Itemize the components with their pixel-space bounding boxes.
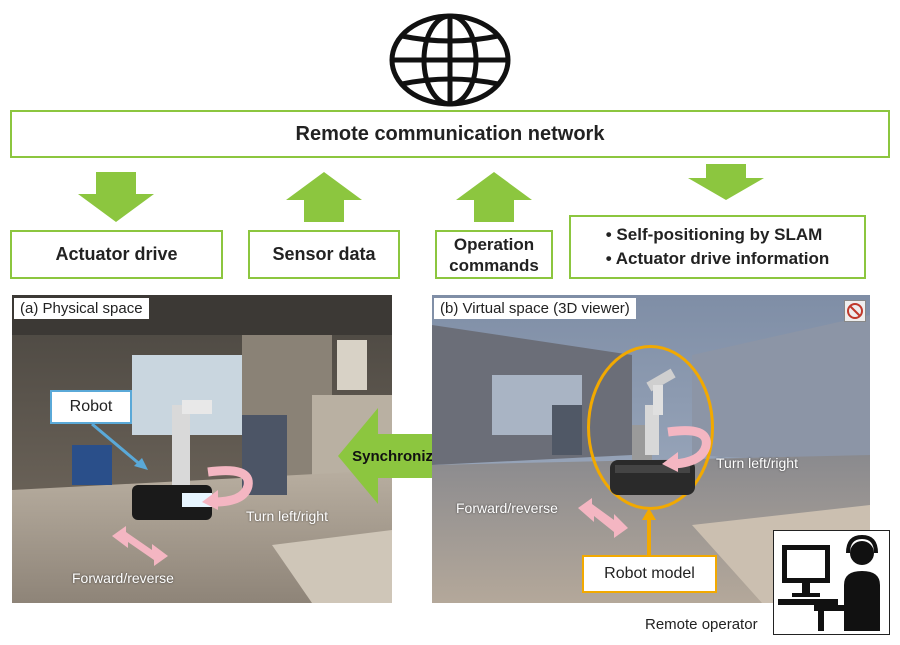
physical-space-title: (a) Physical space bbox=[14, 298, 149, 319]
remote-network-label: Remote communication network bbox=[295, 122, 605, 145]
warehouse-scene bbox=[12, 295, 392, 603]
sensor-data-label: Sensor data bbox=[272, 244, 376, 264]
robot-pointer bbox=[91, 422, 148, 470]
arrow-down-slam bbox=[688, 164, 764, 200]
arrow-down-actuator bbox=[78, 172, 154, 222]
robot-model-callout: Robot model bbox=[582, 555, 717, 593]
operation-commands-line2: commands bbox=[449, 255, 539, 275]
robot-model-pointer bbox=[642, 508, 656, 556]
turn-label-physical: Turn left/right bbox=[246, 508, 328, 524]
robot-callout: Robot bbox=[50, 390, 132, 424]
slam-info-list: Self-positioning by SLAM Actuator drive … bbox=[606, 223, 830, 271]
remote-network-bar: Remote communication network bbox=[10, 110, 890, 158]
globe-icon bbox=[389, 13, 511, 107]
operator-icon-frame bbox=[773, 530, 890, 635]
turn-label-virtual: Turn left/right bbox=[716, 455, 798, 471]
close-icon bbox=[847, 303, 863, 319]
slam-item: Actuator drive information bbox=[606, 247, 829, 271]
slam-item: Self-positioning by SLAM bbox=[606, 223, 830, 247]
virtual-space-title: (b) Virtual space (3D viewer) bbox=[434, 298, 636, 319]
actuator-drive-box: Actuator drive bbox=[10, 230, 223, 279]
forward-arrow-physical bbox=[112, 526, 168, 566]
robot-model-highlight bbox=[587, 345, 714, 510]
robot-label: Robot bbox=[69, 398, 113, 415]
physical-space-photo bbox=[12, 295, 392, 603]
turn-arrow-virtual bbox=[662, 426, 711, 472]
operation-commands-line1: Operation bbox=[453, 234, 535, 254]
forward-label-physical: Forward/reverse bbox=[72, 570, 174, 586]
forward-arrow-virtual bbox=[578, 498, 628, 538]
forward-label-virtual: Forward/reverse bbox=[456, 500, 558, 516]
operator-label: Remote operator bbox=[645, 616, 758, 633]
robot-model-label: Robot model bbox=[604, 565, 695, 582]
actuator-drive-label: Actuator drive bbox=[55, 244, 178, 264]
arrow-up-sensor bbox=[286, 172, 362, 222]
operation-commands-box: Operation commands bbox=[435, 230, 553, 279]
operator-icon bbox=[778, 534, 880, 631]
turn-arrow-physical bbox=[202, 466, 253, 510]
arrow-up-commands bbox=[456, 172, 532, 222]
close-button[interactable] bbox=[844, 300, 866, 322]
slam-info-box: Self-positioning by SLAM Actuator drive … bbox=[569, 215, 866, 279]
sensor-data-box: Sensor data bbox=[248, 230, 400, 279]
